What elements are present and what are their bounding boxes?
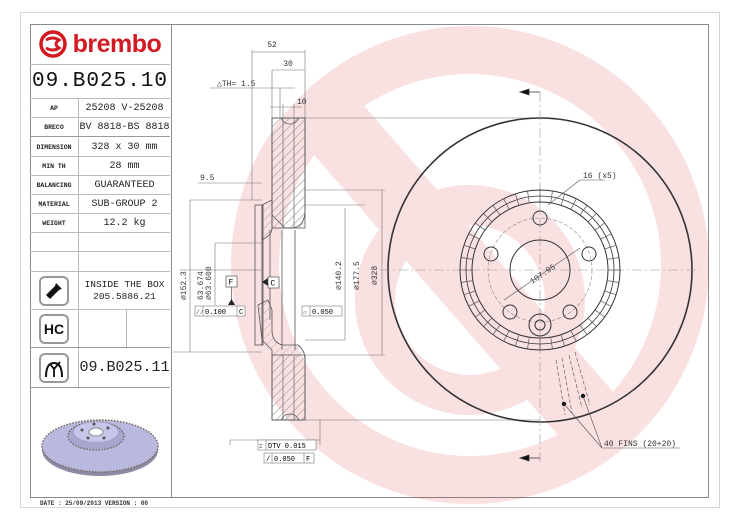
tolerance-flatness: ▱ 0.050: [301, 305, 343, 317]
dia-vent-label: ⌀177.5: [353, 261, 362, 290]
delta-th-label: △TH= 1.5: [217, 80, 256, 89]
inside-box-row: INSIDE THE BOX 205.5886.21: [30, 272, 170, 310]
spec-row-empty: [30, 252, 170, 272]
dia-bore-max-label: 63.674: [197, 271, 206, 300]
product-image: [30, 388, 170, 498]
svg-text:0.050: 0.050: [274, 456, 295, 464]
dim-thickness-label: 30: [283, 60, 293, 69]
coated-disc-icon: [39, 352, 69, 383]
brembo-watermark-icon: [231, 26, 709, 504]
datum-c: C: [271, 280, 276, 289]
brembo-logo-icon: [38, 30, 67, 58]
coated-variant-row: 09.B025.11: [30, 348, 170, 388]
part-number: 09.B025.10: [30, 65, 170, 99]
dia-inner-label: ⌀140.2: [335, 261, 344, 290]
inside-box-label: INSIDE THE BOX: [84, 278, 165, 290]
dia-outer-label: ⌀328: [371, 266, 380, 285]
svg-text://: //: [196, 309, 204, 316]
svg-text:C: C: [239, 309, 243, 317]
tolerance-runout: / 0.050 F: [263, 452, 315, 464]
dim-overall-label: 52: [267, 41, 277, 50]
dim-offset-label: 9.5: [200, 174, 215, 183]
date-version: DATE : 25/09/2013 VERSION : 00: [40, 500, 149, 507]
hc-row: HC: [30, 310, 170, 348]
svg-text:0.050: 0.050: [312, 309, 333, 317]
brand-name: brembo: [72, 29, 162, 58]
fins-label: 40 FINS (20+20): [604, 440, 676, 449]
svg-text:DTV 0.015: DTV 0.015: [268, 443, 306, 451]
spec-row-empty: [30, 233, 170, 252]
dim-groove-label: 10: [297, 98, 307, 107]
svg-text:▱: ▱: [303, 309, 307, 316]
hc-badge-icon: HC: [39, 313, 69, 344]
svg-text:/: /: [266, 456, 270, 464]
brand-logo: brembo: [30, 24, 170, 65]
bolt-holes-label: 16 (x5): [583, 172, 617, 181]
svg-text:F: F: [306, 456, 310, 464]
svg-text:0.100: 0.100: [205, 309, 226, 317]
inside-box-part: 205.5886.21: [93, 290, 156, 302]
drawing-frame: [30, 24, 709, 498]
brake-disc-render-icon: [41, 419, 159, 476]
screw-icon: [39, 275, 69, 306]
datum-f: F: [229, 279, 234, 288]
tolerance-parallel: // 0.100 C: [194, 305, 246, 317]
dia-bore-min-label: ⌀63.600: [205, 266, 214, 300]
coated-part-number: 09.B025.11: [79, 359, 170, 376]
svg-text:⌶: ⌶: [259, 443, 263, 450]
drawing-sheet: [20, 12, 720, 508]
tolerance-dtv: ⌶ DTV 0.015: [257, 439, 317, 451]
dia-hub-outer-label: ⌀152.3: [180, 271, 189, 300]
